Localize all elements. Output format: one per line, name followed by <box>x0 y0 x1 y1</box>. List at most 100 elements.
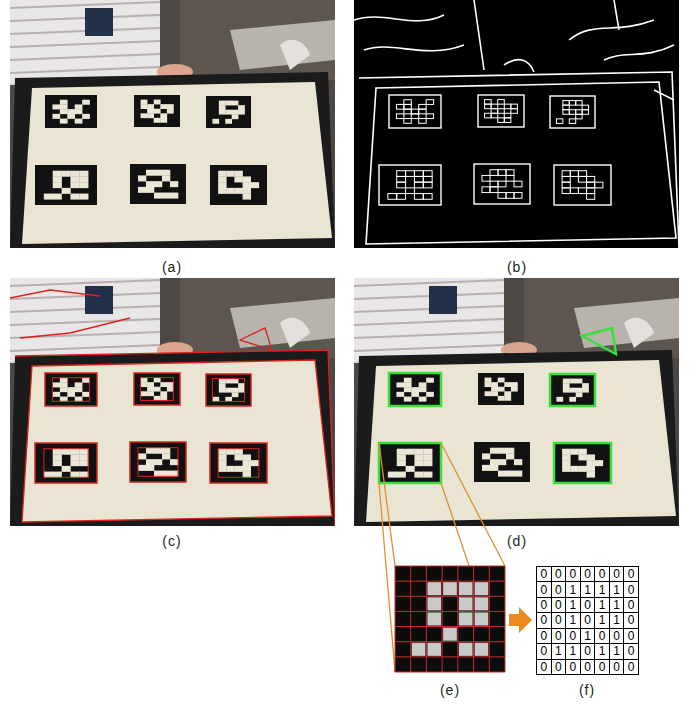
marker-bit <box>62 171 71 177</box>
edge-line <box>569 101 575 106</box>
marker-bit <box>44 472 53 478</box>
detected-outline <box>389 373 441 406</box>
marker <box>379 443 441 483</box>
marker-bit <box>569 388 576 393</box>
marker-bit <box>506 448 514 454</box>
edge-line <box>423 194 432 200</box>
marker-bit <box>82 100 90 105</box>
marker-bit <box>141 100 148 105</box>
paper <box>22 82 332 244</box>
marker <box>134 95 180 127</box>
marker-bit <box>170 471 178 477</box>
marker-bit <box>154 170 162 176</box>
marker-bit <box>411 387 419 392</box>
photo-panel <box>10 0 335 248</box>
marker-bit <box>154 387 161 392</box>
detected-outline <box>554 443 611 483</box>
marker-bit <box>162 448 170 454</box>
marker-bit <box>167 387 174 392</box>
marker-bit <box>147 382 154 387</box>
marker-bit <box>75 387 83 392</box>
marker-bit <box>60 119 68 124</box>
edge-line <box>504 113 511 118</box>
marker-bit <box>243 176 251 182</box>
marker-bit <box>219 105 226 110</box>
marker-bit <box>147 104 154 109</box>
edge-line <box>490 181 498 187</box>
marker-bit <box>234 449 242 455</box>
shirt-stripe <box>354 332 504 338</box>
marker-bit <box>587 454 595 460</box>
marker-bit <box>167 109 174 114</box>
marker-bit <box>490 465 498 471</box>
edge-line <box>482 187 490 193</box>
marker-bit <box>514 471 522 477</box>
edge-line <box>498 100 505 105</box>
edge-line <box>576 110 582 115</box>
marker-bit <box>67 109 75 114</box>
marker-bit <box>218 188 226 194</box>
marker-bit <box>138 453 146 459</box>
edge-line <box>562 171 570 177</box>
contour <box>212 379 244 402</box>
board <box>354 350 679 526</box>
marker <box>35 165 97 205</box>
marker-bit <box>504 396 511 401</box>
marker-bit <box>141 382 148 387</box>
grid-line <box>395 596 505 597</box>
grid-line <box>395 611 505 612</box>
detected-outline <box>582 328 616 354</box>
paper <box>22 360 332 522</box>
marker-bit <box>406 449 415 455</box>
board <box>10 72 335 248</box>
marker-bit <box>53 182 62 188</box>
sampled-bit <box>443 628 457 641</box>
marker-bit <box>70 182 79 188</box>
shirt-print <box>429 286 457 314</box>
contour <box>35 443 97 483</box>
marker-bit <box>162 175 170 181</box>
edge-line <box>582 105 588 110</box>
table-cell: 0 <box>551 597 567 613</box>
edge-line <box>498 170 506 176</box>
contour <box>210 443 267 483</box>
marker-bit <box>60 387 68 392</box>
marker-bit <box>146 459 154 465</box>
marker-bit <box>397 449 406 455</box>
marker-bit <box>578 466 586 472</box>
edge-line <box>587 182 595 188</box>
marker-bit <box>490 448 498 454</box>
table-cell: 1 <box>594 597 610 613</box>
contour <box>22 360 332 522</box>
marker-bit <box>70 171 79 177</box>
marker-bit <box>218 171 226 177</box>
contour <box>52 378 89 402</box>
edge-line <box>498 118 505 123</box>
marker-bit <box>52 382 60 387</box>
marker-bit <box>562 449 570 455</box>
marker-bit <box>232 110 239 115</box>
table-cell: 0 <box>565 566 581 582</box>
marker-bit <box>225 379 232 384</box>
marker-bit <box>62 449 71 455</box>
marker-bit <box>414 454 423 460</box>
table-cell: 0 <box>580 659 596 675</box>
grid-line <box>395 641 505 642</box>
edge-line <box>498 109 505 114</box>
marker-bit <box>411 392 419 397</box>
table-cell: 0 <box>551 612 567 628</box>
marker <box>210 443 267 483</box>
edge-line <box>569 119 575 124</box>
edge-line <box>563 105 569 110</box>
marker-bit <box>243 194 251 200</box>
marker-bit <box>70 472 79 478</box>
edge-line <box>414 194 423 200</box>
edge-line <box>570 171 578 177</box>
shirt-stripe <box>10 319 160 325</box>
marker-bit <box>79 472 88 478</box>
marker-bit <box>154 193 162 199</box>
marker-bit <box>238 383 245 388</box>
marker-bit <box>504 391 511 396</box>
panel-label: (d) <box>507 533 527 549</box>
table-cell: 0 <box>623 566 639 582</box>
